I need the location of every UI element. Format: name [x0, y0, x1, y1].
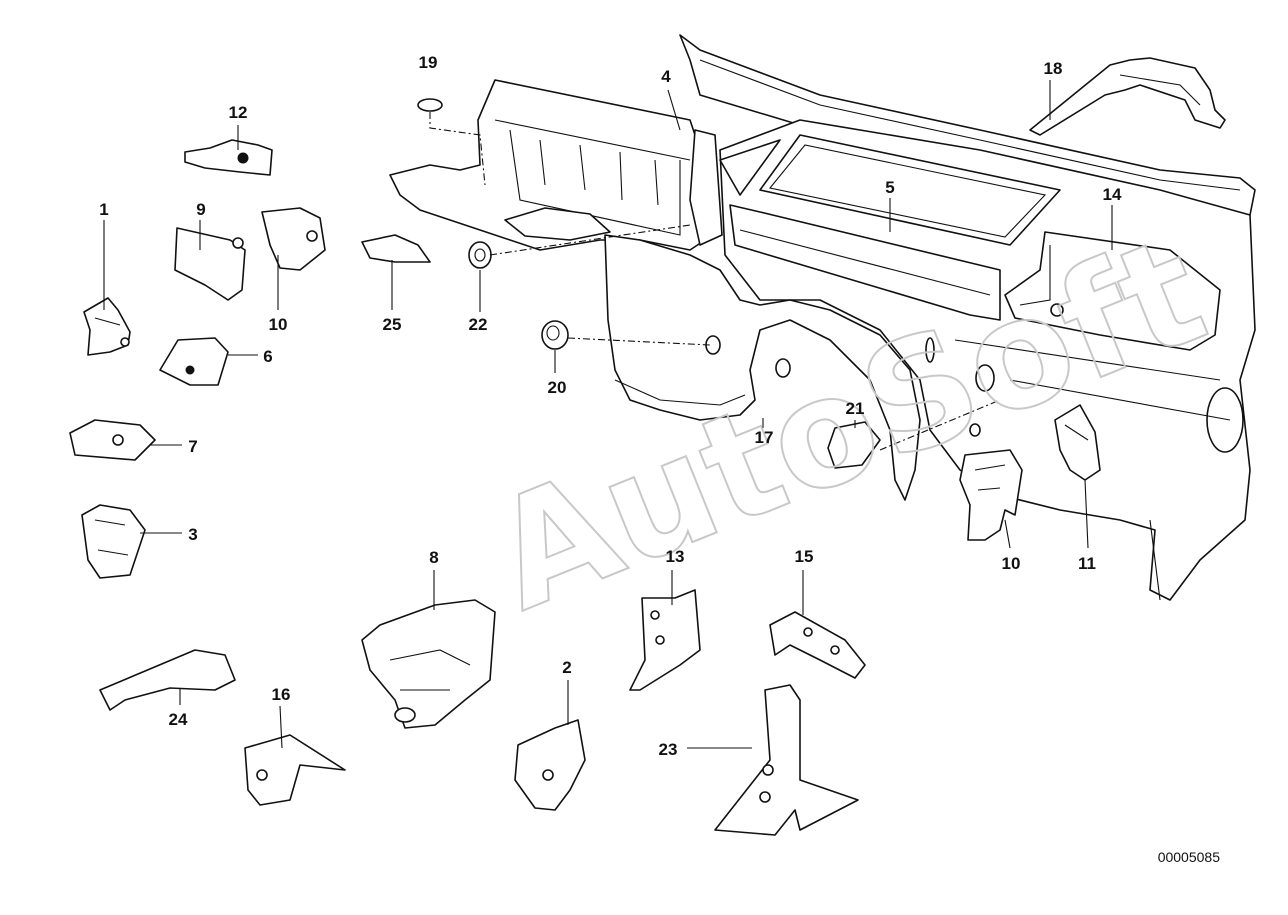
callout-4: 4: [661, 67, 671, 86]
callout-17: 17: [755, 428, 774, 447]
windscreen-opening: [759, 134, 1061, 246]
callout-10-right: 10: [1002, 554, 1021, 573]
small-parts: [69, 98, 881, 836]
callout-21: 21: [846, 399, 865, 418]
callout-13: 13: [666, 547, 685, 566]
callout-23: 23: [659, 740, 678, 759]
callout-10-left: 10: [269, 315, 288, 334]
callout-25: 25: [383, 315, 402, 334]
callout-1: 1: [99, 200, 108, 219]
leader-lines: [103, 80, 1113, 749]
callout-2: 2: [562, 658, 571, 677]
callout-7: 7: [188, 437, 197, 456]
callout-19: 19: [419, 53, 438, 72]
document-id: 00005085: [1158, 849, 1221, 865]
callout-20: 20: [548, 378, 567, 397]
callout-8: 8: [429, 548, 438, 567]
callout-14: 14: [1103, 185, 1122, 204]
callout-22: 22: [469, 315, 488, 334]
callout-24: 24: [169, 710, 188, 729]
callout-5: 5: [885, 178, 894, 197]
bulkhead-assembly: [389, 34, 1256, 601]
callout-15: 15: [795, 547, 814, 566]
callout-9: 9: [196, 200, 205, 219]
callout-12: 12: [229, 103, 248, 122]
callout-16: 16: [272, 685, 291, 704]
callout-labels: 19 4 18 12 5 14 1 9 10 25 22 6 20 21 17 …: [99, 53, 1122, 759]
callout-18: 18: [1044, 59, 1063, 78]
callout-6: 6: [263, 347, 272, 366]
callout-3: 3: [188, 525, 197, 544]
callout-11: 11: [1078, 554, 1096, 573]
